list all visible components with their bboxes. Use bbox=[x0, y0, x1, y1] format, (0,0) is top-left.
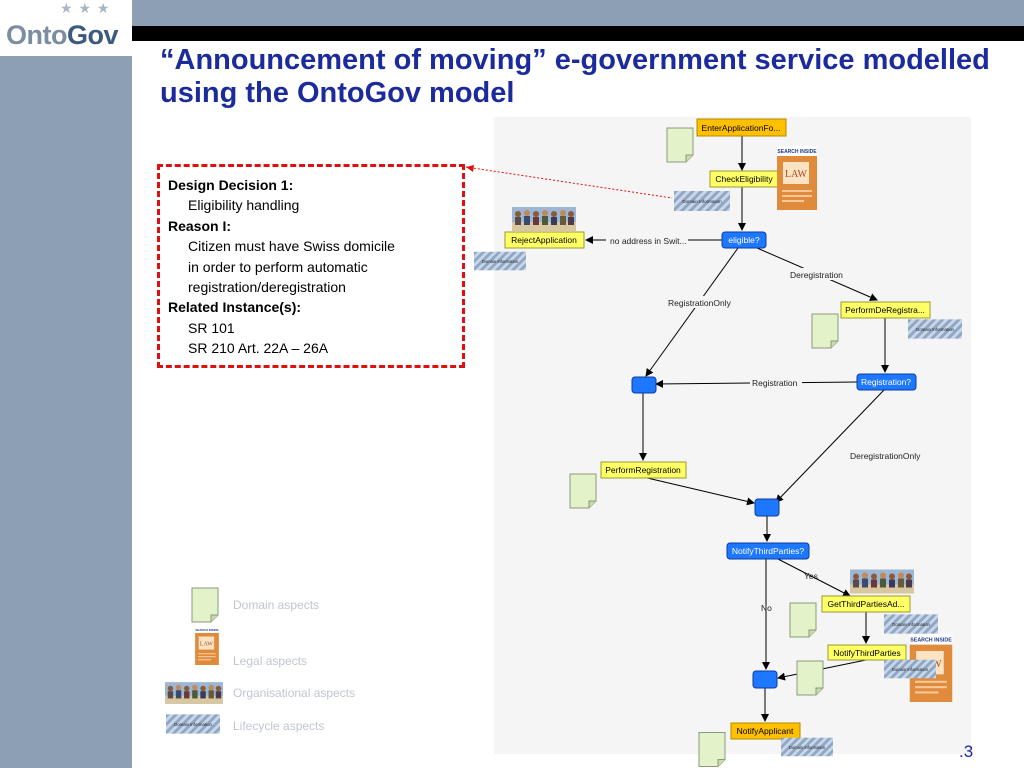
decision-connector-arrow bbox=[466, 165, 474, 172]
decision-line: Eligibility handling bbox=[188, 197, 300, 214]
domain-document-icon bbox=[569, 473, 597, 509]
domain-document-icon bbox=[811, 313, 839, 349]
domain-document-icon bbox=[796, 660, 824, 696]
node-label: EnterApplicationFo... bbox=[702, 123, 781, 133]
reason-line: registration/deregistration bbox=[188, 279, 346, 296]
node-label: NotifyThirdParties bbox=[833, 648, 901, 658]
edge-label-bg bbox=[666, 296, 734, 308]
header-divider bbox=[132, 26, 1024, 41]
edge-label-registration-only: RegistrationOnly bbox=[668, 298, 732, 308]
edge bbox=[775, 389, 885, 503]
node-notify-applicant: NotifyApplicant bbox=[730, 722, 801, 740]
node-reject-application: RejectApplication bbox=[504, 231, 585, 249]
edge-label-deregistration: Deregistration bbox=[790, 270, 843, 280]
legend-lifecycle-label: Lifecycle aspects bbox=[233, 719, 325, 733]
design-decision-text: Design Decision 1: Eligibility handling … bbox=[168, 175, 395, 359]
node-label: NotifyApplicant bbox=[737, 726, 794, 736]
merge-node bbox=[631, 376, 657, 394]
header-bar bbox=[132, 0, 1024, 26]
logo-stars-icon: ★ ★ ★ bbox=[60, 0, 111, 16]
node-notify-third-parties: NotifyThirdParties bbox=[827, 644, 907, 661]
reason-line: Citizen must have Swiss domicile bbox=[188, 238, 395, 255]
node-perform-registration: PerformRegistration bbox=[600, 461, 687, 479]
edge-label-deregistration-only: DeregistrationOnly bbox=[850, 451, 921, 461]
edge-label-yes: Yes bbox=[804, 571, 818, 581]
lifecycle-badge-icon bbox=[674, 191, 730, 211]
node-label: GetThirdPartiesAd... bbox=[827, 599, 904, 609]
legend-domain-icon bbox=[191, 587, 219, 623]
node-check-eligibility: CheckEligibility bbox=[709, 170, 779, 188]
node-label: eligible? bbox=[728, 235, 759, 245]
node-registration-decision: Registration? bbox=[856, 373, 917, 391]
legend-organisational-icon bbox=[165, 682, 223, 704]
edge-label-no-address: no address in Swit... bbox=[610, 236, 687, 246]
legend-legal-icon bbox=[195, 627, 219, 665]
title-box bbox=[150, 42, 995, 116]
legend-domain-label: Domain aspects bbox=[233, 598, 320, 612]
node-label: CheckEligibility bbox=[715, 174, 773, 184]
decision-connector bbox=[465, 166, 673, 199]
related-instance: SR 101 bbox=[188, 319, 235, 336]
legend-lifecycle-icon bbox=[166, 714, 220, 734]
edge bbox=[775, 557, 851, 597]
left-sidebar bbox=[0, 0, 132, 768]
workflow-edges bbox=[585, 136, 889, 722]
organisation-people-icon bbox=[850, 569, 914, 594]
node-label: RejectApplication bbox=[511, 235, 577, 245]
domain-document-icon bbox=[789, 602, 817, 638]
edge-label-bg bbox=[606, 234, 688, 246]
merge-node bbox=[752, 670, 778, 689]
node-perform-deregistration: PerformDeRegistra... bbox=[840, 301, 931, 319]
node-eligible-decision: eligible? bbox=[721, 231, 767, 249]
legend-organisational-label: Organisational aspects bbox=[233, 686, 356, 700]
edge-label-bg bbox=[848, 449, 926, 461]
node-get-third-parties: GetThirdPartiesAd... bbox=[821, 595, 911, 613]
lifecycle-badge-icon bbox=[884, 659, 936, 679]
edge bbox=[645, 247, 739, 377]
related-instance: SR 210 Art. 22A – 26A bbox=[188, 340, 329, 357]
slide-title: “Announcement of moving” e-government se… bbox=[160, 44, 990, 109]
domain-document-icon bbox=[698, 731, 726, 768]
lifecycle-badge-icon bbox=[781, 737, 833, 757]
page-number: .3 bbox=[959, 742, 974, 761]
related-heading: Related Instance(s): bbox=[168, 299, 302, 316]
edge-label-bg bbox=[788, 268, 846, 280]
merge-node bbox=[754, 498, 780, 517]
edge-label-bg bbox=[750, 376, 802, 388]
edge bbox=[642, 476, 755, 506]
node-enter-application: EnterApplicationFo... bbox=[696, 118, 787, 137]
domain-document-icon bbox=[666, 127, 694, 163]
edge-label-no: No bbox=[761, 603, 772, 613]
lifecycle-badge-icon bbox=[474, 251, 526, 271]
node-label: PerformDeRegistra... bbox=[845, 305, 925, 315]
organisation-people-icon bbox=[512, 207, 576, 231]
design-decision-box bbox=[157, 164, 465, 368]
logo: ★ ★ ★ OntoGov bbox=[0, 0, 132, 56]
node-label: NotifyThirdParties? bbox=[732, 546, 805, 556]
lifecycle-badge-icon bbox=[908, 319, 962, 339]
decision-heading: Design Decision 1: bbox=[168, 177, 294, 193]
node-label: Registration? bbox=[861, 377, 911, 387]
edge-label-registration: Registration bbox=[752, 378, 798, 388]
node-label: PerformRegistration bbox=[605, 465, 681, 475]
law-book-icon bbox=[777, 146, 817, 210]
legend-legal-label: Legal aspects bbox=[233, 654, 308, 668]
reason-line: in order to perform automatic bbox=[188, 258, 368, 275]
lifecycle-badge-icon bbox=[884, 614, 938, 634]
reason-heading: Reason I: bbox=[168, 217, 232, 234]
logo-text: OntoGov bbox=[6, 20, 119, 50]
node-notify-third-parties-decision: NotifyThirdParties? bbox=[726, 542, 810, 560]
